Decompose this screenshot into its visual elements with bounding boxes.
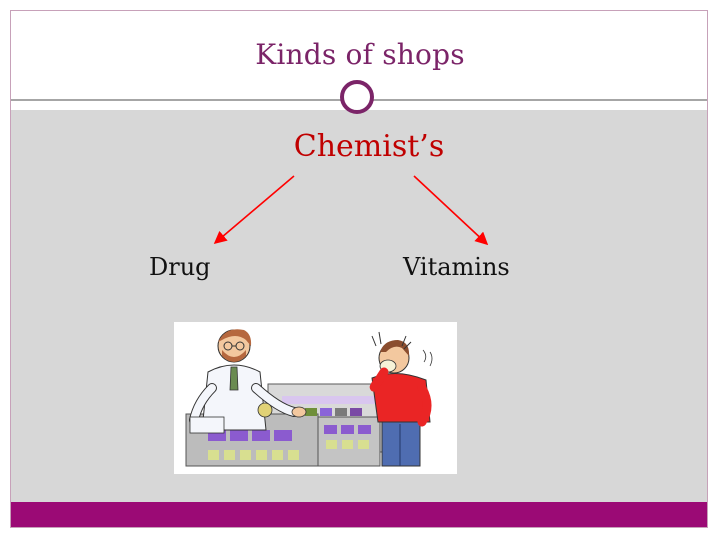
divider-circle-icon xyxy=(340,80,374,114)
slide-title: Kinds of shops xyxy=(255,38,465,71)
diagram-child-vitamins: Vitamins xyxy=(403,253,510,281)
pharmacy-illustration xyxy=(174,322,457,474)
pharmacy-scene-image xyxy=(185,329,433,467)
customer-figure xyxy=(369,331,433,467)
pharmacist-figure xyxy=(189,329,307,434)
diagram-root-label: Chemist’s xyxy=(293,129,445,164)
slide-frame xyxy=(10,10,708,528)
diagram-child-drug: Drug xyxy=(149,253,211,281)
bottom-accent-bar xyxy=(11,502,707,527)
